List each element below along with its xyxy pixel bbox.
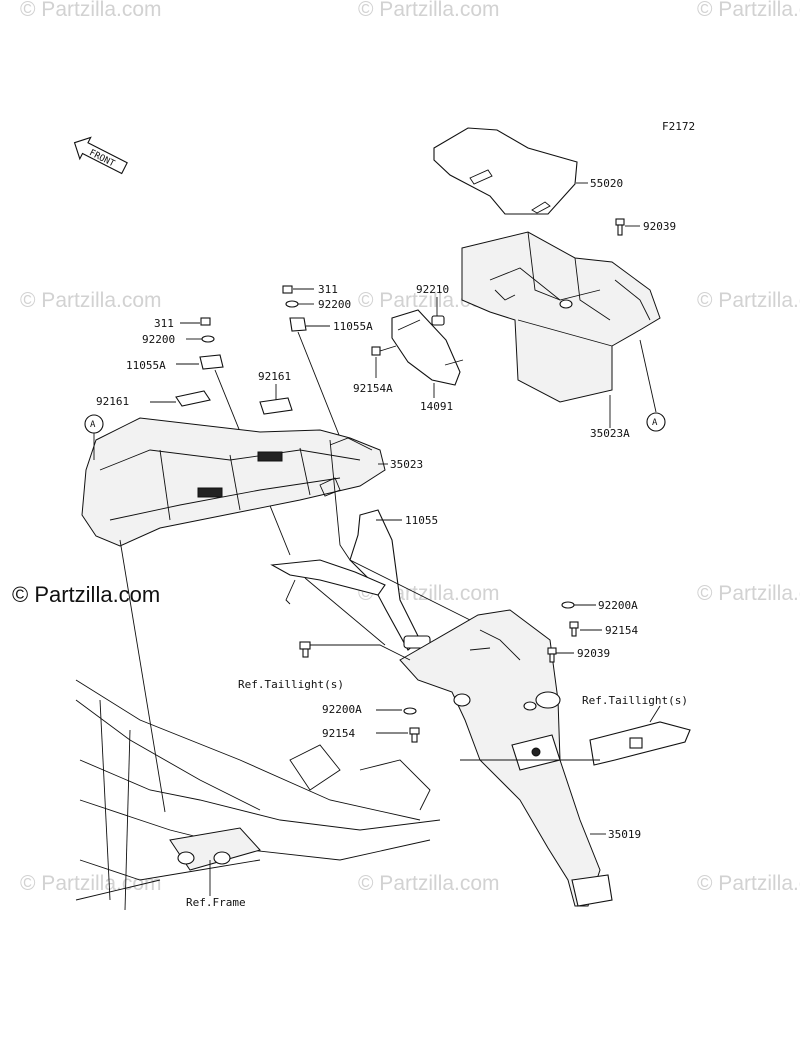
- watermark: © Partzilla.com: [697, 0, 800, 21]
- svg-text:A: A: [90, 420, 96, 430]
- label-311-left: 311: [154, 317, 174, 330]
- label-11055A-left: 11055A: [126, 359, 166, 372]
- label-ref-taillight-left: Ref.Taillight(s): [238, 678, 344, 691]
- label-14091: 14091: [420, 400, 453, 413]
- part-35019-license-bracket: [399, 609, 613, 907]
- watermark: © Partzilla.com: [20, 872, 162, 895]
- marker-a-left: A: [84, 414, 104, 434]
- svg-text:A: A: [652, 418, 658, 428]
- watermark: © Partzilla.com: [697, 289, 800, 312]
- hardware-cluster-left: [299, 641, 420, 743]
- label-92200A-right: 92200A: [598, 599, 638, 612]
- pad-92161-left: [175, 390, 211, 407]
- hardware-stack-upper: [282, 285, 346, 451]
- watermark: © Partzilla.com: [697, 582, 800, 605]
- diagram-code: F2172: [662, 120, 695, 133]
- alignment-lines: [119, 439, 471, 813]
- leader-ref-taillight-left: [310, 644, 411, 661]
- label-ref-frame: Ref.Frame: [186, 896, 246, 909]
- watermark: © Partzilla.com: [20, 0, 162, 21]
- label-92154-left: 92154: [322, 727, 355, 740]
- ref-taillight-right-bracket: [589, 721, 691, 766]
- watermark: © Partzilla.com: [358, 0, 500, 21]
- label-311-upper: 311: [318, 283, 338, 296]
- part-35023-rear-fender: [81, 417, 386, 547]
- leader-marker-a-right: [639, 339, 657, 413]
- label-92154-right: 92154: [605, 624, 638, 637]
- label-92210: 92210: [416, 283, 449, 296]
- label-11055A-upper: 11055A: [333, 320, 373, 333]
- part-11055-bracket: [270, 509, 431, 651]
- label-35023: 35023: [390, 458, 423, 471]
- label-35023A: 35023A: [590, 427, 630, 440]
- watermark: © Partzilla.com: [20, 289, 162, 312]
- label-92200-upper: 92200: [318, 298, 351, 311]
- part-14091-cover: [391, 309, 464, 386]
- ref-frame: [75, 679, 441, 911]
- part-55020-mat: [433, 127, 578, 215]
- hardware-cluster-right: [547, 601, 579, 663]
- label-92200-left: 92200: [142, 333, 175, 346]
- part-35023A-tray: [461, 231, 661, 403]
- screw-92154A: [371, 345, 397, 356]
- label-92039-top: 92039: [643, 220, 676, 233]
- bolt-92039-top: [615, 218, 625, 236]
- label-55020: 55020: [590, 177, 623, 190]
- marker-a-right: A: [646, 412, 666, 432]
- watermark: © Partzilla.com: [697, 872, 800, 895]
- leader-ref-taillight-right: [649, 705, 661, 723]
- pad-92161-right: [259, 397, 293, 415]
- front-arrow-icon: FRONT: [73, 136, 128, 175]
- collar-92210: [431, 315, 445, 326]
- label-92161-right: 92161: [258, 370, 291, 383]
- label-92154A: 92154A: [353, 382, 393, 395]
- label-35019: 35019: [608, 828, 641, 841]
- watermark: © Partzilla.com: [358, 872, 500, 895]
- label-92039-right: 92039: [577, 647, 610, 660]
- label-11055: 11055: [405, 514, 438, 527]
- label-ref-taillight-right: Ref.Taillight(s): [582, 694, 688, 707]
- label-92161-left: 92161: [96, 395, 129, 408]
- label-92200A-left: 92200A: [322, 703, 362, 716]
- brand-label: © Partzilla.com: [12, 582, 160, 607]
